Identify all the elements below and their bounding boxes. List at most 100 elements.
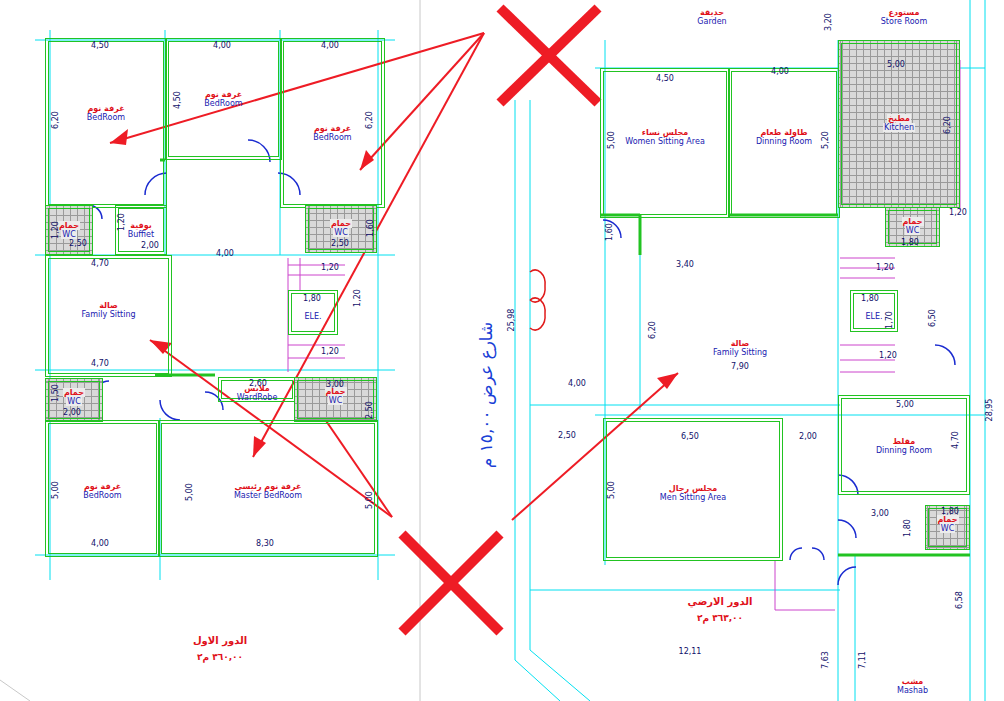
dimension-label: 6,50 xyxy=(681,433,699,441)
dimension-label: 2,60 xyxy=(249,380,267,388)
dimension-label: 1,20 xyxy=(949,209,967,217)
dimension-label: 1,60 xyxy=(367,219,375,237)
dimension-label: 2,00 xyxy=(799,433,817,441)
room-name-arabic: غرفة نوم xyxy=(87,104,124,113)
dimension-label: 3,00 xyxy=(871,510,889,518)
dimension-label: 2,50 xyxy=(366,401,374,419)
dimension-label: 5,20 xyxy=(822,131,830,149)
room-name-arabic: حديقة xyxy=(700,8,724,17)
dimension-label: 4,00 xyxy=(568,380,586,388)
room-name: BedRoom xyxy=(204,99,242,108)
room-box: حديقةGarden xyxy=(592,0,832,34)
dimension-label: 4,00 xyxy=(771,68,789,76)
room-name-arabic: غرفة نوم xyxy=(205,90,242,99)
dimension-label: 1,20 xyxy=(879,352,897,360)
dimension-label: 3,40 xyxy=(676,261,694,269)
room-name-arabic: مستودع xyxy=(889,8,920,17)
dimension-label: 6,50 xyxy=(929,309,937,327)
room-name-arabic: حمام xyxy=(937,515,959,524)
room-box: صالةFamily Sitting xyxy=(640,255,840,410)
room-name-arabic: بوفية xyxy=(130,221,151,230)
room-name: WC xyxy=(66,397,82,406)
room-name: Garden xyxy=(697,17,726,26)
room-name-arabic: مجلس نساء xyxy=(642,128,688,137)
dimension-label: 5,00 xyxy=(608,131,616,149)
dimension-label: 3,20 xyxy=(825,13,833,31)
dimension-label: 1,60 xyxy=(606,223,614,241)
dimension-label: 1,50 xyxy=(52,384,60,402)
room-name-arabic: مشب xyxy=(902,677,924,686)
room-box: مقلطDinning Room xyxy=(838,395,970,495)
dimension-label: 4,70 xyxy=(952,431,960,449)
dimension-label: 4,00 xyxy=(213,42,231,50)
room-name: BedRoom xyxy=(87,113,125,122)
room-name-arabic: مجلس رجال xyxy=(669,484,717,493)
dimension-label: 28,95 xyxy=(986,399,994,422)
dimension-label: 4,00 xyxy=(216,250,234,258)
room-name: WC xyxy=(905,226,921,235)
room-name: BedRoom xyxy=(83,491,121,500)
room-name-arabic: غرفة نوم رئيسي xyxy=(234,482,301,491)
room-name-arabic: صالة xyxy=(731,339,750,348)
dimension-label: 1,20 xyxy=(118,213,126,231)
dimension-label: 7,63 xyxy=(822,651,830,669)
room-name-arabic: حمام xyxy=(902,217,924,226)
dimension-label: 1,80 xyxy=(861,295,879,303)
dimension-label: 1,70 xyxy=(886,311,894,329)
room-name-arabic: غرفة نوم xyxy=(84,482,121,491)
room-name: Mashab xyxy=(897,686,928,695)
room-name: WC xyxy=(328,396,344,405)
dimension-label: 1,80 xyxy=(303,295,321,303)
room-box: صالةFamily Sitting xyxy=(45,255,172,377)
room-name: Family Sitting xyxy=(713,348,767,357)
dimension-label: 2,50 xyxy=(558,432,576,440)
dimension-label: 12,11 xyxy=(679,648,702,656)
room-box: غرفة نومBedRoom xyxy=(45,420,160,557)
dimension-label: 4,50 xyxy=(174,91,182,109)
room-name: BedRoom xyxy=(313,133,351,142)
room-name: WardRobe xyxy=(237,393,278,402)
dimension-label: 1,80 xyxy=(941,508,959,516)
dimension-label: 1,20 xyxy=(876,264,894,272)
room-name: WC xyxy=(333,228,349,237)
room-name-arabic: طاولة طعام xyxy=(760,128,807,137)
dimension-label: 1,20 xyxy=(52,221,60,239)
room-name: Family Sitting xyxy=(81,310,135,319)
dimension-label: 25,98 xyxy=(508,309,516,332)
dimension-label: 1,80 xyxy=(904,519,912,537)
dimension-label: 6,20 xyxy=(366,111,374,129)
dimension-label: 2,00 xyxy=(141,242,159,250)
room-box: مشبMashab xyxy=(855,555,970,701)
dimension-label: 2,50 xyxy=(331,240,349,248)
dimension-label: 1,80 xyxy=(901,239,919,247)
dimension-label: 1,20 xyxy=(354,289,362,307)
dimension-label: 4,00 xyxy=(321,42,339,50)
room-name-arabic: مطبخ xyxy=(887,114,911,123)
floor-caption: ٣٦٠,٠٠ م٢ xyxy=(197,653,243,662)
dimension-label: 5,00 xyxy=(366,491,374,509)
dimension-label: 2,00 xyxy=(63,409,81,417)
room-name: Master BedRoom xyxy=(234,491,302,500)
floor-caption: الدور الاول xyxy=(193,636,247,646)
dimension-label: 7,11 xyxy=(859,651,867,669)
dimension-label: 1,20 xyxy=(321,264,339,272)
room-name-arabic: حمام xyxy=(330,219,352,228)
room-name-arabic: غرفة نوم xyxy=(314,124,351,133)
room-name: Buffiet xyxy=(128,230,154,239)
room-name: Women Sitting Area xyxy=(625,137,705,146)
dimension-label: 6,20 xyxy=(52,111,60,129)
room-name: ELE. xyxy=(865,312,882,321)
room-name: Kitchen xyxy=(883,123,915,132)
dimension-label: 3,00 xyxy=(326,381,344,389)
room-name: Dinning Room xyxy=(876,446,932,455)
dimension-label: 4,50 xyxy=(656,75,674,83)
room-box: مجلس نساءWomen Sitting Area xyxy=(600,68,730,218)
floor-caption: الدور الارضي xyxy=(688,597,753,607)
room-box: مستودعStore Room xyxy=(838,0,970,40)
dimension-label: 6,58 xyxy=(956,591,964,609)
dimension-label: 5,00 xyxy=(186,483,194,501)
dimension-label: 8,30 xyxy=(256,540,274,548)
dimension-label: 6,20 xyxy=(944,116,952,134)
room-name: ELE. xyxy=(304,312,321,321)
